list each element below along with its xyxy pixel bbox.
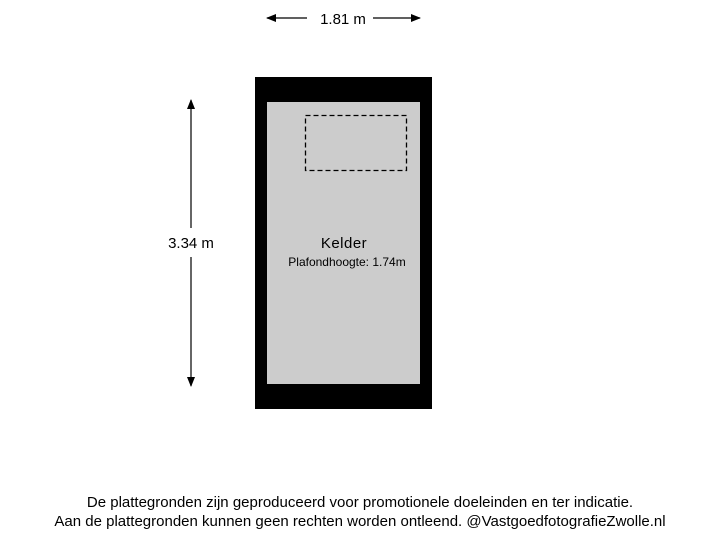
- width-dimension: 1.81 m: [266, 11, 421, 28]
- height-label: 3.34 m: [168, 235, 214, 252]
- disclaimer-line-2: Aan de plattegronden kunnen geen rechten…: [54, 513, 666, 530]
- room-ceiling-height: Plafondhoogte: 1.74m: [288, 255, 405, 269]
- disclaimer-line-1: De plattegronden zijn geproduceerd voor …: [86, 494, 634, 511]
- height-dimension: 3.34 m: [168, 99, 214, 387]
- room-name: Kelder: [321, 235, 367, 252]
- room-kelder: Kelder Plafondhoogte: 1.74m: [255, 77, 432, 409]
- dashed-outline: [304, 114, 408, 172]
- room-floor: [267, 102, 420, 384]
- width-label: 1.81 m: [320, 11, 366, 28]
